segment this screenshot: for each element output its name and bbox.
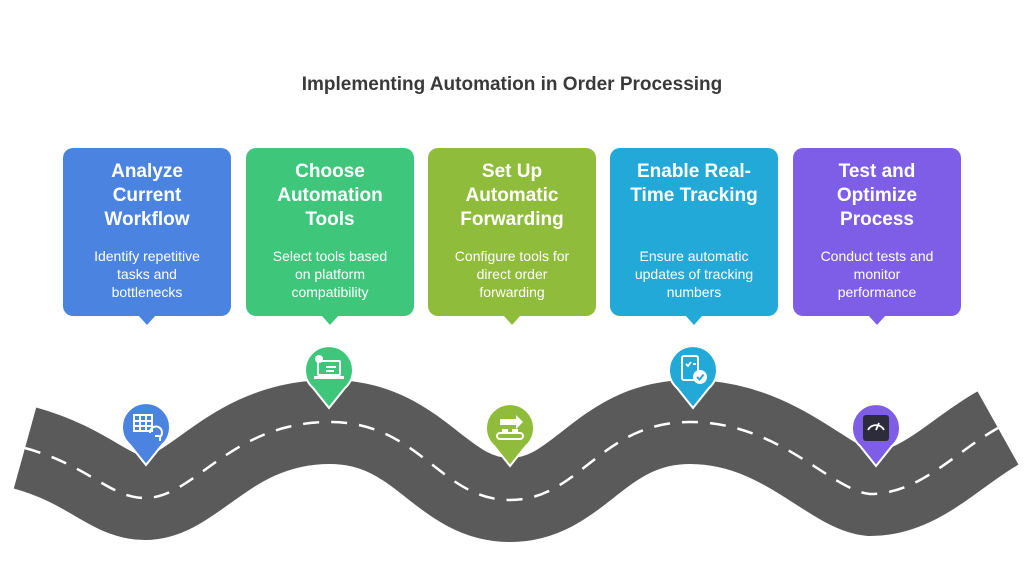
step-description: Identify repetitive tasks and bottleneck…: [94, 248, 200, 300]
step-card-choose-tools: Choose Automation Tools Select tools bas…: [246, 148, 414, 325]
laptop-settings-icon: [304, 345, 354, 410]
step-title: Set Up Automatic Forwarding: [460, 161, 564, 230]
step-card-analyze: Analyze Current Workflow Identify repeti…: [63, 148, 231, 325]
step-description: Ensure automatic updates of tracking num…: [634, 248, 754, 300]
step-card-forwarding: Set Up Automatic Forwarding Configure to…: [428, 148, 596, 325]
step-title: Test and Optimize Process: [836, 161, 918, 230]
diagram-title: Implementing Automation in Order Process…: [301, 74, 723, 95]
step-description: Conduct tests and monitor performance: [820, 248, 934, 300]
step-title: Choose Automation Tools: [277, 161, 383, 230]
mobile-check-icon: [668, 345, 718, 410]
step-card-optimize: Test and Optimize Process Conduct tests …: [793, 148, 961, 325]
step-description: Configure tools for direct order forward…: [454, 248, 570, 300]
step-description: Select tools based on platform compatibi…: [272, 248, 388, 300]
step-title: Analyze Current Workflow: [104, 161, 190, 230]
road-lane-marking: [24, 420, 999, 502]
step-card-tracking: Enable Real- Time Tracking Ensure automa…: [610, 148, 778, 325]
conveyor-arrow-icon: [485, 403, 535, 468]
spreadsheet-refresh-icon: [121, 402, 171, 467]
gauge-icon: [851, 403, 901, 468]
step-title: Enable Real- Time Tracking: [630, 161, 758, 206]
